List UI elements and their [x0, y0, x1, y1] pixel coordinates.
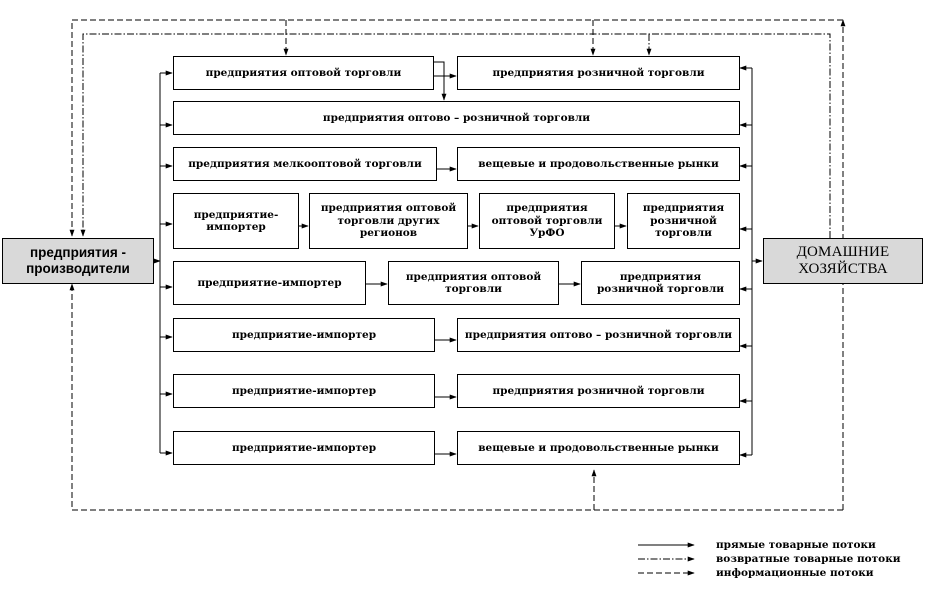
row6-importer-box: предприятие-импортер: [173, 318, 435, 352]
legend-info-label: информационные потоки: [716, 567, 874, 579]
legend-direct-label: прямые товарные потоки: [716, 539, 876, 551]
row2-wholesale-retail-box: предприятия оптово – розничной торговли: [173, 101, 740, 135]
row5-retail-box: предприятия розничной торговли: [581, 261, 740, 305]
row3-markets-box: вещевые и продовольственные рынки: [457, 147, 740, 181]
households-box: ДОМАШНИЕ ХОЗЯЙСТВА: [763, 238, 923, 284]
return-flow-outer: [80, 33, 831, 238]
row4-wholesale-other-regions-box: предприятия оптовой торговли других реги…: [309, 193, 468, 249]
row4-wholesale-urfo-box: предприятия оптовой торговли УрФО: [479, 193, 615, 249]
info-flow-top: [69, 19, 843, 237]
row6-wholesale-retail-box: предприятия оптово – розничной торговли: [457, 318, 740, 352]
row5-wholesale-box: предприятия оптовой торговли: [388, 261, 559, 305]
row1-wholesale-box: предприятия оптовой торговли: [173, 56, 434, 90]
row1-retail-box: предприятия розничной торговли: [457, 56, 740, 90]
row4-retail-box: предприятия розничной торговли: [627, 193, 740, 249]
info-flow-bottom: [69, 283, 843, 511]
row3-small-wholesale-box: предприятия мелкооптовой торговли: [173, 147, 437, 181]
row4-importer-box: предприятие-импортер: [173, 193, 299, 249]
row1-wholesale-to-wholesale-retail: [434, 61, 447, 101]
row7-importer-box: предприятие-импортер: [173, 374, 435, 408]
row7-retail-box: предприятия розничной торговли: [457, 374, 740, 408]
legend-return-label: возвратные товарные потоки: [716, 553, 901, 565]
row8-importer-box: предприятие-импортер: [173, 431, 435, 465]
row5-importer-box: предприятие-импортер: [173, 261, 366, 305]
row8-markets-box: вещевые и продовольственные рынки: [457, 431, 740, 465]
producers-box: предприятия - производители: [2, 238, 154, 284]
